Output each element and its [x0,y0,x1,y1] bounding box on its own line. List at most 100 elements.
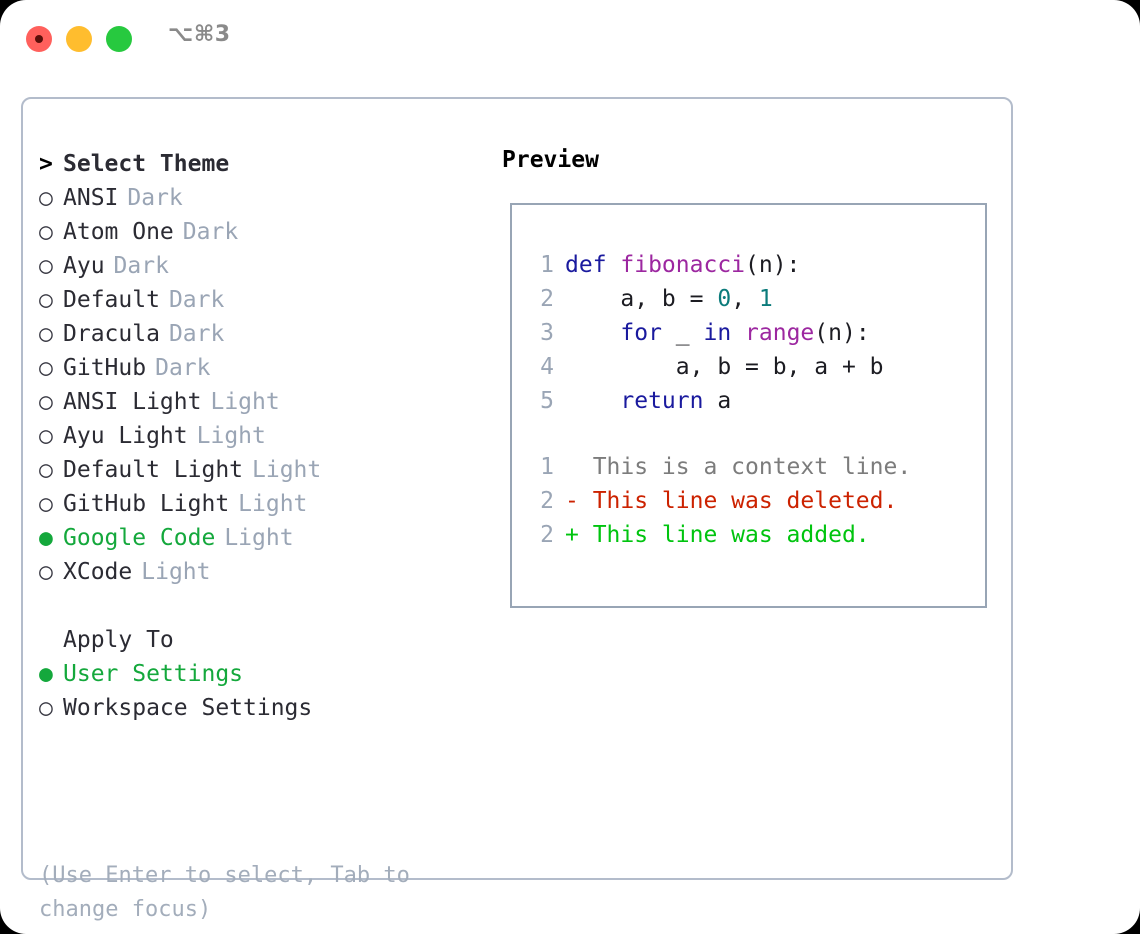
theme-variant-tag: Light [141,559,211,585]
theme-option-default[interactable]: ○ Default Dark [39,283,479,317]
keyboard-hint: (Use Enter to select, Tab to change focu… [39,859,459,927]
radio-unselected-icon: ○ [39,321,53,347]
code-token: 1 [758,286,773,312]
code-token [565,388,620,414]
theme-option-ansi-light[interactable]: ○ ANSI Light Light [39,385,479,419]
code-line: 5 return a [528,384,884,418]
theme-option-ayu-light[interactable]: ○ Ayu Light Light [39,419,479,453]
theme-variant-tag: Dark [182,219,239,245]
code-token: range [745,320,815,346]
apply-to-option-user-settings[interactable]: ●User Settings [39,657,479,691]
code-token: a, b = b, a + b [565,354,884,380]
line-number: 5 [540,388,554,414]
theme-variant-tag: Light [196,423,266,449]
diff-line-add: 2 + This line was added. [528,518,911,552]
radio-unselected-icon: ○ [39,185,53,211]
line-number: 3 [540,320,554,346]
apply-to-option-label: Workspace Settings [63,695,313,721]
radio-unselected-icon: ○ [39,355,53,381]
diff-line-ctx: 1 This is a context line. [528,450,911,484]
code-line: 3 for _ in range(n): [528,316,884,350]
theme-option-label: XCode [63,559,133,585]
code-token: , [731,286,759,312]
code-token: for [620,320,662,346]
radio-unselected-icon: ○ [39,457,53,483]
code-token: in [703,320,732,346]
code-token: def [565,252,621,278]
theme-variant-tag: Dark [127,185,183,211]
diff-line-text: - This line was deleted. [565,488,898,514]
code-token: 0 [717,286,732,312]
theme-option-atom-one[interactable]: ○ Atom One Dark [39,215,479,249]
code-token: a [703,388,732,414]
radio-unselected-icon: ○ [39,389,53,415]
apply-to-header-label: Apply To [63,627,174,653]
preview-title: Preview [502,147,599,173]
line-number: 2 [540,286,554,312]
line-number: 1 [540,454,554,480]
theme-variant-tag: Light [238,491,308,517]
theme-variant-tag: Light [224,525,294,551]
theme-option-label: Ayu Light [63,423,188,449]
code-line: 2 a, b = 0, 1 [528,282,884,316]
radio-unselected-icon: ○ [39,491,53,517]
theme-option-label: GitHub Light [63,491,230,517]
minimize-window-button[interactable] [66,26,92,52]
apply-to-option-workspace-settings[interactable]: ○Workspace Settings [39,691,479,725]
title-bar: ⌥⌘3 [0,0,1140,78]
keyboard-hint-line-1: (Use Enter to select, Tab to [39,863,410,888]
radio-unselected-icon: ○ [39,219,53,245]
code-token: (n): [814,320,870,346]
theme-variant-tag: Light [210,389,280,415]
theme-variant-tag: Dark [113,253,169,279]
theme-option-github-light[interactable]: ○ GitHub Light Light [39,487,479,521]
theme-option-label: Dracula [63,321,160,347]
diff-line-text: This is a context line. [565,454,912,480]
line-number: 2 [540,522,554,548]
maximize-window-button[interactable] [106,26,132,52]
blank-marker-icon: ○ [39,623,63,657]
theme-option-label: ANSI Light [63,389,202,415]
line-number: 2 [540,488,554,514]
code-token [565,320,620,346]
code-token: a, b = [565,286,718,312]
theme-option-label: Atom One [63,219,174,245]
theme-variant-tag: Dark [168,287,225,313]
diff-line-del: 2 - This line was deleted. [528,484,911,518]
code-token: (n): [745,252,801,278]
apply-to-option-label: User Settings [63,661,244,687]
code-token: fibonacci [620,252,746,278]
radio-unselected-icon: ○ [39,253,53,279]
diff-line-text: + This line was added. [565,522,870,548]
radio-unselected-icon: ○ [39,287,53,313]
radio-selected-icon: ● [39,525,53,551]
code-token [731,320,745,346]
close-window-button[interactable] [26,26,52,52]
theme-option-label: ANSI [63,185,119,211]
code-token: _ [661,320,704,346]
apply-to-option-list: ●User Settings○Workspace Settings [39,657,479,725]
theme-option-label: Google Code [63,525,216,551]
theme-option-label: Default [63,287,160,313]
line-number: 4 [540,354,554,380]
radio-unselected-icon: ○ [39,423,53,449]
theme-option-ansi[interactable]: ○ ANSI Dark [39,181,479,215]
select-theme-header: >Select Theme [39,147,479,181]
list-spacer [39,589,479,623]
keyboard-shortcut-label: ⌥⌘3 [168,22,231,47]
diff-sample: 1 This is a context line. 2 - This line wa… [528,450,911,552]
theme-option-google-code[interactable]: ● Google Code Light [39,521,479,555]
code-line: 1 def fibonacci(n): [528,248,884,282]
code-line: 4 a, b = b, a + b [528,350,884,384]
theme-variant-tag: Dark [155,355,211,381]
line-number: 1 [540,252,554,278]
